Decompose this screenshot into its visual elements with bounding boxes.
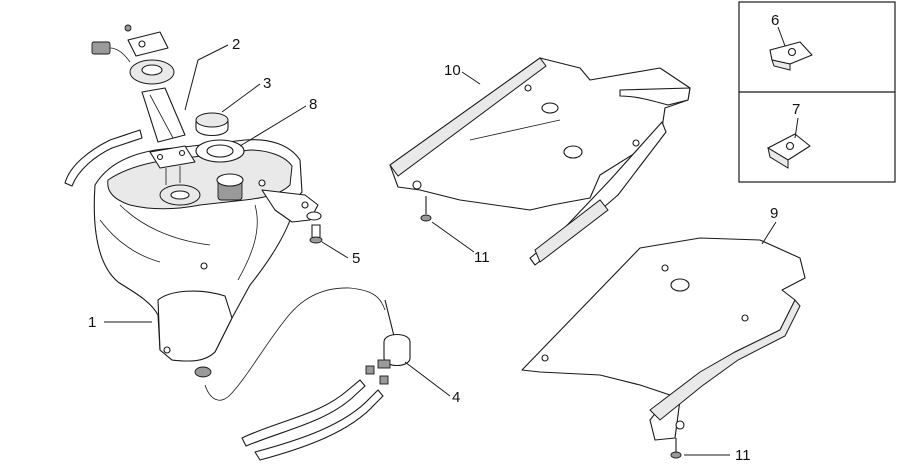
callout-8: 8	[309, 96, 318, 113]
filler-gasket	[195, 139, 245, 163]
callout-3: 3	[263, 75, 272, 92]
fuel-level-sender	[91, 24, 196, 185]
panel-screw-lower	[670, 438, 682, 459]
fuel-cap	[195, 112, 229, 137]
lower-side-panel	[521, 237, 806, 441]
callout-2: 2	[232, 36, 241, 53]
callout-leaders	[104, 26, 799, 456]
clip-inset-box	[738, 1, 896, 183]
fuel-hoses	[241, 379, 384, 461]
callout-7: 7	[792, 101, 801, 118]
callout-6: 6	[771, 12, 780, 29]
callout-11-lower: 11	[735, 447, 751, 464]
tank-screw	[306, 211, 323, 244]
callout-1: 1	[88, 314, 97, 331]
panel-screw-upper	[420, 196, 432, 222]
callout-9: 9	[770, 205, 779, 222]
speed-nut-clip	[769, 41, 813, 71]
vent-hose	[64, 129, 143, 187]
callout-10: 10	[444, 62, 461, 79]
callout-11-upper: 11	[474, 249, 490, 266]
callout-4: 4	[452, 389, 461, 406]
upper-side-panel	[389, 57, 691, 266]
fuel-tap-assembly	[194, 287, 411, 401]
nut-clip	[767, 133, 811, 169]
callout-5: 5	[352, 250, 361, 267]
fuel-tank	[93, 139, 319, 362]
